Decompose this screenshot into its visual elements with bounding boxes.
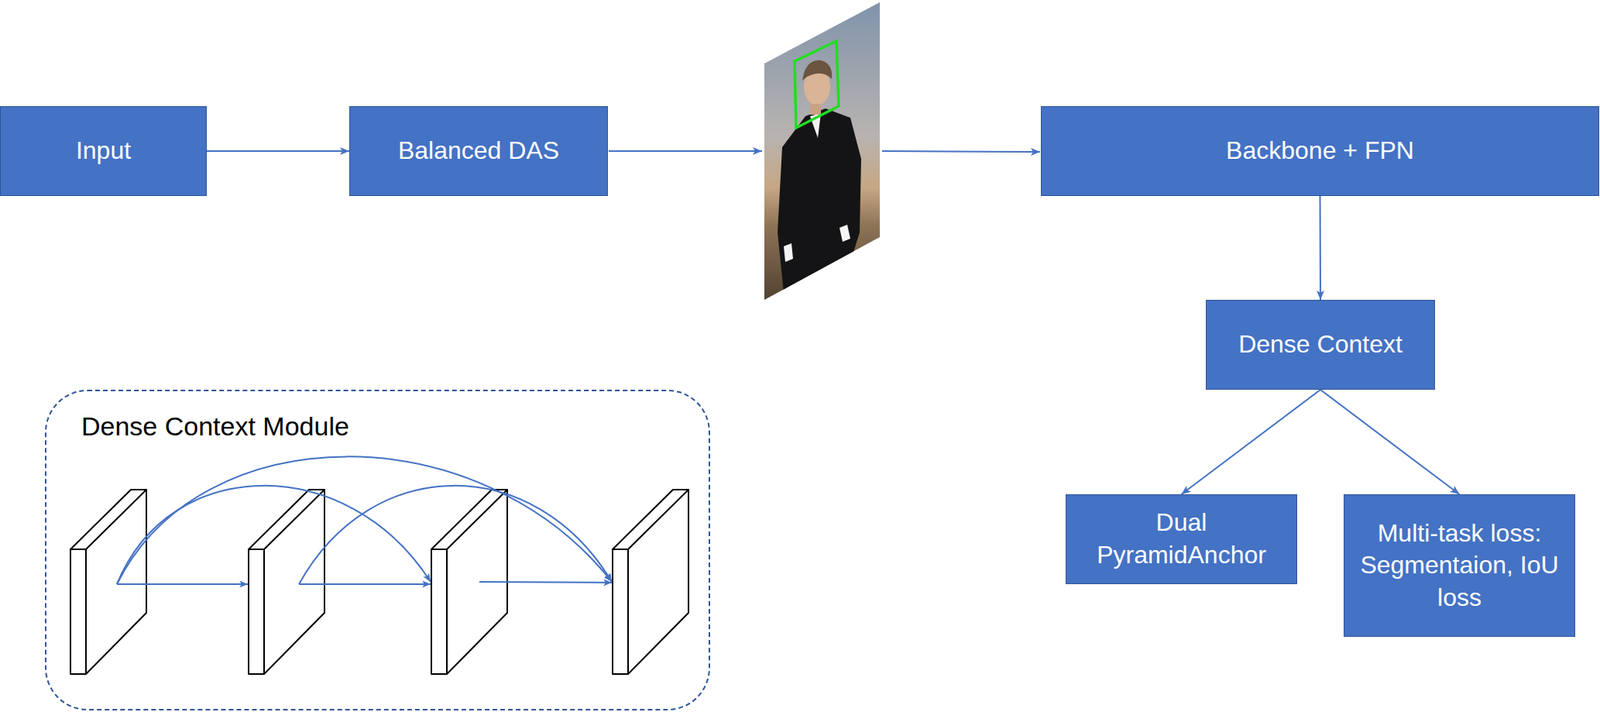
box-label: Input [75, 134, 131, 168]
flow-arrow [1319, 195, 1322, 300]
flow-arrow [206, 150, 350, 152]
box-label: Multi-task loss: Segmentaion, IoU loss [1355, 517, 1564, 615]
module-frame: Dense Context Module [44, 389, 711, 711]
flow-arrow [1181, 389, 1322, 495]
box-label: Balanced DAS [398, 134, 560, 168]
process-box: Backbone + FPN [1040, 106, 1600, 196]
flow-arrow [882, 151, 1041, 152]
process-box: Input [0, 106, 207, 196]
process-box: Balanced DAS [349, 106, 608, 196]
box-label: Backbone + FPN [1225, 134, 1415, 168]
flow-arrow [608, 150, 763, 152]
photo-illustration [758, 0, 883, 303]
process-box: Dual PyramidAnchor [1065, 494, 1298, 584]
process-box: Multi-task loss: Segmentaion, IoU loss [1343, 494, 1576, 637]
module-title: Dense Context Module [81, 411, 350, 442]
box-label: Dense Context [1238, 328, 1403, 361]
dense-links [116, 456, 612, 584]
process-box: Dense Context [1205, 299, 1436, 390]
flow-arrow [1320, 389, 1460, 495]
box-label: Dual PyramidAnchor [1077, 506, 1286, 571]
feature-slabs [70, 489, 689, 674]
